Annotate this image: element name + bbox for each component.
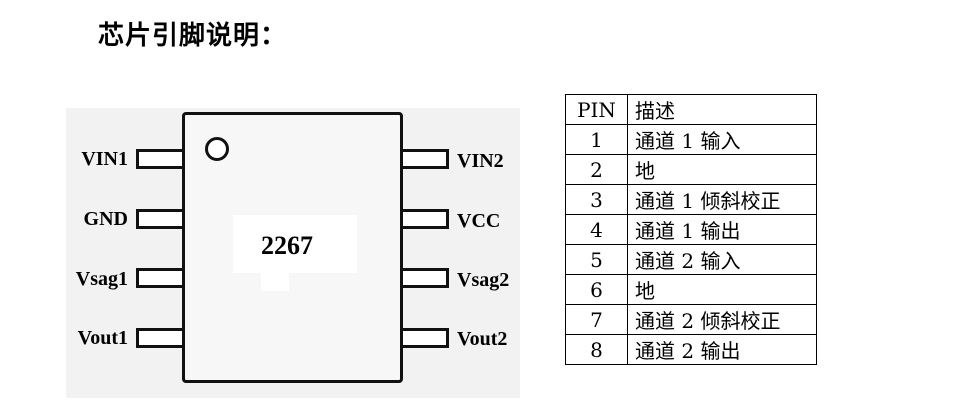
table-header-row: PIN 描述	[565, 94, 817, 125]
pin-number-cell: 6	[565, 274, 628, 305]
chip-body: 2267	[182, 112, 403, 383]
pin-description-cell: 地	[627, 154, 817, 185]
table-row: 1 通道 1 输入	[565, 124, 817, 155]
pin-right-3	[403, 268, 449, 288]
pin-label-vin2: VIN2	[457, 150, 504, 172]
pin-description-cell: 通道 2 输入	[627, 244, 817, 275]
pin-number-cell: 7	[565, 304, 628, 335]
pin-description-cell: 地	[627, 274, 817, 305]
pin-label-vout2: Vout2	[457, 328, 508, 350]
pin-number-cell: 2	[565, 154, 628, 185]
table-row: 7 通道 2 倾斜校正	[565, 304, 817, 335]
pin-right-2	[403, 209, 449, 229]
pin1-indicator-icon	[205, 137, 229, 161]
pin-label-vout1: Vout1	[77, 327, 128, 349]
pin-description-cell: 通道 1 倾斜校正	[627, 184, 817, 215]
table-row: 6 地	[565, 274, 817, 305]
table-row: 2 地	[565, 154, 817, 185]
table-row: 4 通道 1 输出	[565, 214, 817, 245]
table-row: 3 通道 1 倾斜校正	[565, 184, 817, 215]
pin-number-cell: 3	[565, 184, 628, 215]
pin-description-cell: 通道 2 倾斜校正	[627, 304, 817, 335]
page-heading: 芯片引脚说明：	[98, 21, 288, 51]
table-row: 5 通道 2 输入	[565, 244, 817, 275]
pin-number-cell: 5	[565, 244, 628, 275]
pin-description-cell: 通道 1 输出	[627, 214, 817, 245]
pin-left-1	[136, 149, 182, 169]
pin-number-cell: 4	[565, 214, 628, 245]
chip-diagram: 2267 VIN1 GND Vsag1 Vout1 VIN2 VCC Vsag2…	[66, 108, 520, 398]
pin-description-cell: 通道 1 输入	[627, 124, 817, 155]
chip-part-number: 2267	[261, 231, 313, 260]
pin-left-4	[136, 328, 182, 348]
pin-right-1	[403, 149, 449, 169]
pin-number-cell: 8	[565, 334, 628, 365]
column-header-pin: PIN	[565, 94, 628, 125]
table-row: 8 通道 2 输出	[565, 334, 817, 365]
pin-label-vin1: VIN1	[81, 148, 128, 170]
pin-label-vsag2: Vsag2	[457, 269, 510, 291]
column-header-description: 描述	[627, 94, 817, 125]
pin-label-vcc: VCC	[457, 210, 501, 232]
pin-left-2	[136, 209, 182, 229]
label-patch	[233, 215, 357, 273]
pin-description-cell: 通道 2 输出	[627, 334, 817, 365]
pin-right-4	[403, 328, 449, 348]
pin-label-gnd: GND	[83, 208, 128, 230]
pin-number-cell: 1	[565, 124, 628, 155]
pin-description-table: PIN 描述 1 通道 1 输入 2 地 3 通道 1 倾斜校正 4 通道 1 …	[565, 94, 817, 365]
pin-left-3	[136, 268, 182, 288]
label-patch	[261, 265, 289, 291]
pin-label-vsag1: Vsag1	[75, 268, 128, 290]
